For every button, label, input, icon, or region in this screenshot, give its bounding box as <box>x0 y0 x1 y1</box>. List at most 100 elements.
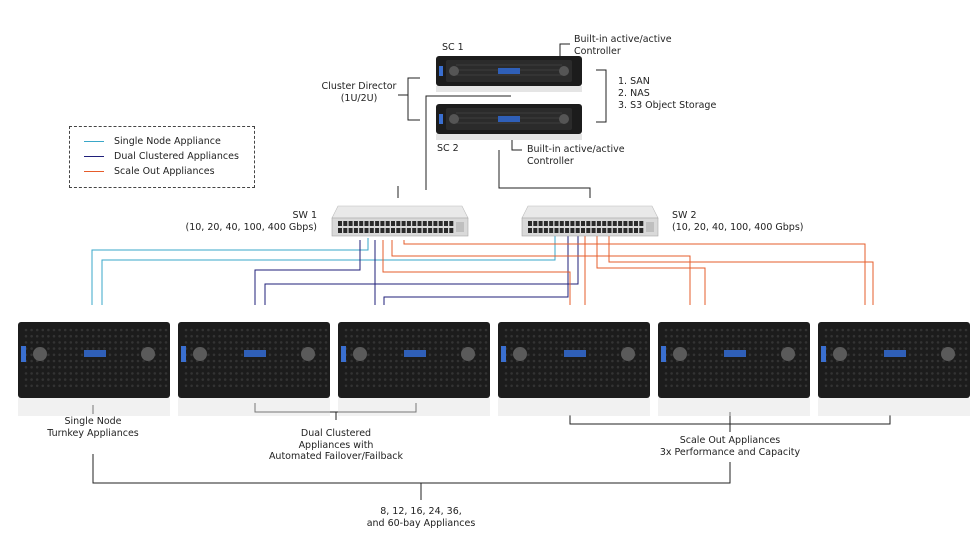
appliance-4-vent <box>616 378 620 381</box>
appliance-6-vent <box>959 372 962 375</box>
sw1-switch-port <box>353 228 358 233</box>
appliance-6-vent <box>931 359 934 363</box>
appliance-5-vent <box>681 334 685 338</box>
scale-group-label: Scale Out Appliances 3x Performance and … <box>659 435 801 458</box>
appliance-4-vent <box>577 372 581 375</box>
sw2-switch-port <box>634 221 638 226</box>
appliance-6-vent <box>908 353 912 357</box>
appliance-1-vent <box>114 353 117 357</box>
appliance-6-vent <box>931 353 934 357</box>
appliance-6-vent <box>947 365 951 369</box>
appliance-3-vent <box>383 353 387 357</box>
appliance-4-vent <box>599 372 603 375</box>
appliance-2-vent <box>240 378 244 381</box>
appliance-4-vent <box>521 334 525 338</box>
appliance-6-vent <box>858 384 861 388</box>
appliance-2-vent <box>195 384 199 388</box>
appliance-2-vent <box>296 372 300 375</box>
appliance-2-vent <box>190 347 193 350</box>
appliance-6-vent <box>903 328 906 332</box>
appliance-1-vent <box>108 384 112 388</box>
appliance-4-vent <box>577 359 581 363</box>
appliance-4-vent <box>616 347 620 350</box>
appliance-6-vent <box>931 365 934 369</box>
appliance-1-vent <box>125 347 129 350</box>
appliance-3-vent <box>350 365 353 369</box>
appliance-6-vent <box>891 372 895 375</box>
appliance-6-vent <box>914 359 917 363</box>
sw1-switch-port <box>348 228 353 233</box>
protocol-list: 1. SAN 2. NAS 3. S3 Object Storage <box>618 76 717 111</box>
appliance-5-vent <box>804 341 808 344</box>
appliance-6-vent <box>863 372 867 375</box>
appliance-1-vent <box>80 365 84 369</box>
appliance-5-vent <box>787 365 791 369</box>
appliance-5-vent <box>754 334 757 338</box>
appliance-6-vent <box>852 359 856 363</box>
appliance-1-vent <box>114 384 117 388</box>
appliance-5-vent <box>787 378 791 381</box>
appliance-4-vent <box>611 359 614 363</box>
appliance-2-vent <box>229 353 233 357</box>
appliance-3-vent <box>350 384 353 388</box>
appliance-6-vent <box>830 328 833 332</box>
appliance-4-vent <box>560 347 564 350</box>
appliance-6-vent <box>919 341 923 344</box>
sw2-switch-port <box>565 221 570 226</box>
appliance-4-vent <box>549 384 553 388</box>
appliance-6-vent <box>886 384 889 388</box>
appliance-3-vent <box>479 328 482 332</box>
appliance-2-vent <box>184 334 188 338</box>
appliance-6-vent <box>824 328 828 332</box>
appliance-6-vent <box>942 341 945 344</box>
appliance-4-vent <box>515 372 519 375</box>
appliance-4-vent <box>510 384 513 388</box>
appliance-6-vent <box>897 347 901 350</box>
appliance-4-vent <box>549 378 553 381</box>
appliance-2-vent <box>235 384 238 388</box>
appliance-4-vent <box>644 365 648 369</box>
appliance-2-vent <box>257 384 261 388</box>
appliance-1-vent <box>114 341 117 344</box>
appliance-4-vent <box>510 353 513 357</box>
appliance-1-vent <box>159 341 162 344</box>
appliance-1-vent <box>103 359 106 363</box>
appliance-2-vent <box>240 328 244 332</box>
appliance-3-vent <box>344 378 348 381</box>
appliance-3-vent <box>355 365 359 369</box>
appliance-5-vent <box>737 372 741 375</box>
appliance-3-vent <box>395 334 398 338</box>
appliance-2-vent <box>257 372 261 375</box>
appliance-3-vent <box>473 384 477 388</box>
appliance-5-vent <box>715 372 718 375</box>
appliance-1-vent <box>97 378 101 381</box>
appliance-3-vent <box>389 378 393 381</box>
appliance-4-vent <box>521 378 525 381</box>
appliance-1-vent <box>147 328 151 332</box>
appliance-5-vent <box>759 353 763 357</box>
appliance-5-vent <box>776 334 780 338</box>
appliance-5-vent <box>748 347 752 350</box>
sc2-controller <box>436 104 582 140</box>
appliance-6-vent <box>841 365 845 369</box>
appliance-4-vent <box>622 334 625 338</box>
appliance-2-vent <box>279 359 283 363</box>
appliance-1-vent <box>47 359 50 363</box>
sw2-switch-port <box>596 228 601 233</box>
appliance-1-vent <box>108 372 112 375</box>
appliance-5-vent <box>687 378 690 381</box>
appliance-4-vent <box>611 328 614 332</box>
appliance-5-vent <box>804 365 808 369</box>
appliance-6-vent <box>841 384 845 388</box>
appliance-1-vent <box>119 353 123 357</box>
appliance-5-vent <box>793 365 797 369</box>
appliance-2-vent <box>279 328 283 332</box>
appliance-2-vent <box>263 328 266 332</box>
appliance-6-vent <box>875 372 878 375</box>
appliance-1-vent <box>86 328 89 332</box>
appliance-6-vent <box>908 365 912 369</box>
appliance-2-vent <box>302 334 305 338</box>
appliance-6-vent <box>953 347 957 350</box>
appliance-1-vent <box>125 359 129 363</box>
appliance-6-vent <box>914 372 917 375</box>
